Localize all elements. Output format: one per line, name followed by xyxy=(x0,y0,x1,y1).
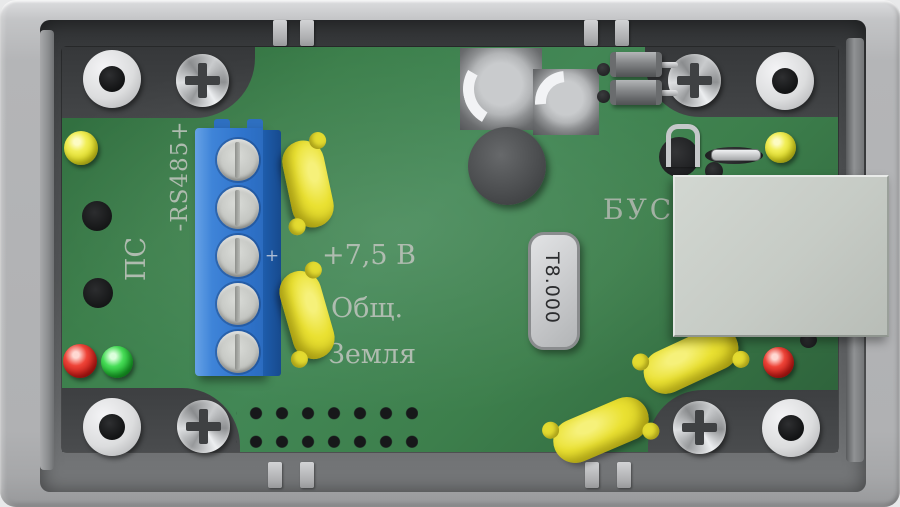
snap-clip xyxy=(268,462,282,488)
pcb-vent-holes xyxy=(236,392,418,449)
mounting-standoff-bottom-right xyxy=(762,399,820,457)
mounting-standoff-top-right xyxy=(756,52,814,110)
silkscreen-rs485-label: -RS485+ xyxy=(167,120,193,232)
inductor xyxy=(468,127,546,205)
snap-clip xyxy=(585,462,599,488)
enclosure-left-wall-edge xyxy=(40,30,54,470)
diode-2 xyxy=(610,80,662,105)
snap-clip xyxy=(273,20,287,46)
terminal-plus-mark: + xyxy=(264,246,280,266)
snap-clip xyxy=(584,20,598,46)
board-hole xyxy=(82,201,112,231)
capacitor-large xyxy=(454,42,548,136)
screw-top-left xyxy=(176,54,229,107)
snap-clip xyxy=(300,20,314,46)
terminal-screw-1 xyxy=(217,139,259,181)
terminal-screw-3 xyxy=(217,235,259,277)
led-red-left xyxy=(63,344,97,378)
diode-1 xyxy=(610,52,662,77)
crystal-label: Т8.000 xyxy=(541,252,563,324)
silkscreen-bus-label: БУС xyxy=(603,193,675,226)
crystal-oscillator: Т8.000 xyxy=(528,232,580,350)
diode-lead xyxy=(660,90,678,96)
led-red-right xyxy=(763,347,794,378)
silkscreen-ps-label: ПС xyxy=(121,236,152,282)
jumper-wire-vertical xyxy=(666,124,700,167)
relay-module xyxy=(673,175,889,337)
silkscreen-common-label: Общ. xyxy=(331,293,404,324)
led-yellow-right xyxy=(765,132,796,163)
capacitor-medium xyxy=(522,58,610,146)
led-green-left xyxy=(101,346,133,378)
board-hole xyxy=(83,278,113,308)
silkscreen-ground-label: Земля xyxy=(328,339,416,370)
diode-lead xyxy=(660,62,678,68)
terminal-screw-5 xyxy=(217,331,259,373)
screw-bottom-right xyxy=(673,401,726,454)
snap-clip xyxy=(300,462,314,488)
screw-bottom-left xyxy=(177,400,230,453)
diode-lead xyxy=(597,90,610,103)
led-yellow-left xyxy=(64,131,98,165)
snap-clip xyxy=(617,462,631,488)
silkscreen-supply-label: +7,5 В xyxy=(322,240,416,271)
diode-lead xyxy=(597,63,610,76)
terminal-block-tab xyxy=(247,119,263,130)
terminal-block-tab xyxy=(214,119,230,130)
mounting-standoff-top-left xyxy=(83,50,141,108)
snap-clip xyxy=(615,20,629,46)
terminal-screw-2 xyxy=(217,187,259,229)
screw-top-right xyxy=(668,54,721,107)
jumper-wire-horizontal xyxy=(711,149,761,161)
mounting-standoff-bottom-left xyxy=(83,398,141,456)
terminal-screw-4 xyxy=(217,283,259,325)
terminal-block-side xyxy=(263,130,281,376)
